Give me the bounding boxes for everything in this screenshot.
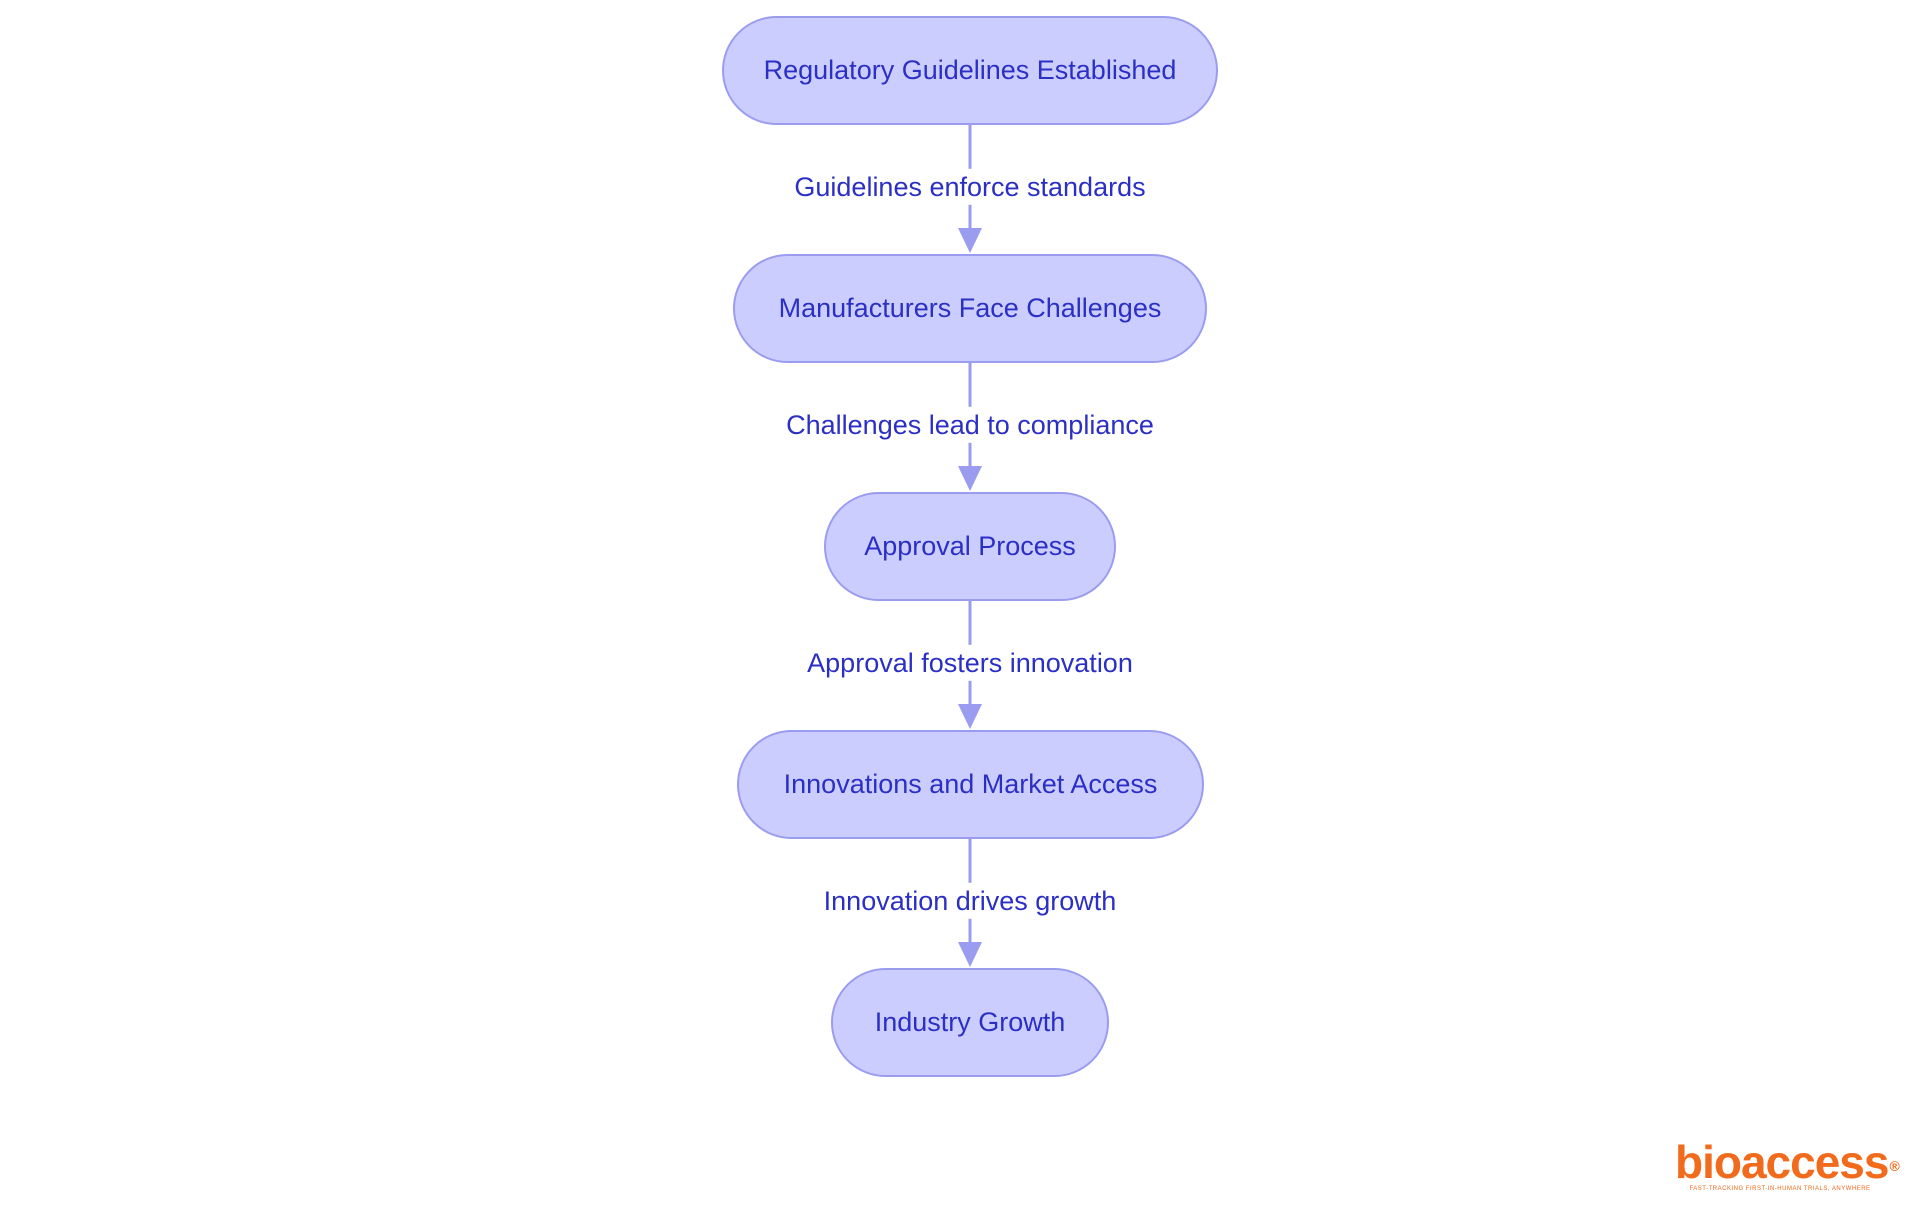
arrowhead-3: [958, 704, 982, 729]
node-industry-growth: Industry Growth: [831, 968, 1109, 1077]
node-approval-process: Approval Process: [824, 492, 1116, 601]
arrowhead-1: [958, 228, 982, 253]
bioaccess-logo: bioaccess® FAST-TRACKING FIRST-IN-HUMAN …: [1675, 1136, 1900, 1192]
logo-registered-mark: ®: [1889, 1158, 1899, 1174]
arrowhead-4: [958, 942, 982, 967]
logo-wordmark: bioaccess®: [1675, 1136, 1900, 1188]
node-innovations-and-market-access: Innovations and Market Access: [737, 730, 1204, 839]
node-manufacturers-face-challenges: Manufacturers Face Challenges: [733, 254, 1207, 363]
node-regulatory-guidelines-established: Regulatory Guidelines Established: [722, 16, 1218, 125]
logo-tagline: FAST-TRACKING FIRST-IN-HUMAN TRIALS, ANY…: [1689, 1186, 1871, 1192]
edge-label-approval-fosters-innovation: Approval fosters innovation: [803, 644, 1137, 682]
edge-label-innovation-drives-growth: Innovation drives growth: [819, 882, 1121, 920]
edge-label-challenges-lead-to-compliance: Challenges lead to compliance: [782, 406, 1158, 444]
logo-wordmark-text: bioaccess: [1675, 1136, 1889, 1188]
edge-label-guidelines-enforce-standards: Guidelines enforce standards: [790, 168, 1150, 206]
arrowhead-2: [958, 466, 982, 491]
